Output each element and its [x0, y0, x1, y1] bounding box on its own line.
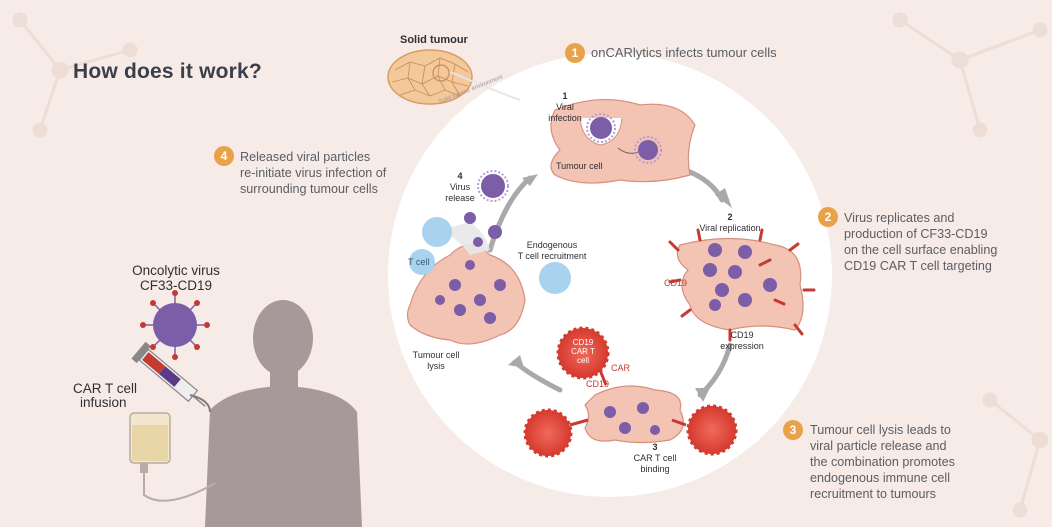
- patient-silhouette: [205, 300, 362, 527]
- car-t-infusion-line2: infusion: [80, 395, 127, 410]
- step-3-line: recruitment to tumours: [810, 487, 936, 501]
- step-4-line: re-initiate virus infection of: [240, 166, 387, 180]
- background-molecule-decoration: [12, 12, 1049, 518]
- car-t-infusion-line1: CAR T cell: [73, 381, 138, 396]
- step-1-description: onCARlytics infects tumour cells: [591, 45, 777, 61]
- car-t-infusion-label: CAR T cell infusion: [73, 382, 137, 410]
- tumour-cell-infection: [550, 98, 696, 184]
- cycle-step-2-label: 2 Viral replication: [690, 212, 770, 234]
- cd19-expression-line2: expression: [720, 341, 764, 351]
- cycle-arrowheads: [508, 174, 732, 402]
- cycle-step-3-line2: binding: [640, 464, 670, 474]
- car-t-cell-line3: cell: [576, 356, 589, 365]
- step-3-line: the combination promotes: [810, 455, 955, 469]
- oncolytic-virus-label: Oncolytic virus CF33-CD19: [126, 263, 226, 293]
- lysis-line1: Tumour cell: [412, 350, 460, 360]
- cycle-step-1-label: 1 Viral infection: [540, 91, 590, 124]
- lysis-line2: lysis: [427, 361, 445, 371]
- iv-bag-icon: [129, 412, 216, 502]
- step-2-description: Virus replicates and production of CF33-…: [844, 210, 997, 274]
- step-3-badge: 3: [783, 420, 803, 440]
- oncolytic-virus-line1: Oncolytic virus: [132, 263, 220, 278]
- cd19-label: CD19: [664, 278, 688, 288]
- cycle-step-1-number: 1: [562, 91, 568, 101]
- cycle-step-4-number: 4: [457, 171, 463, 181]
- car-t-binding-group: [523, 326, 738, 458]
- cycle-step-4-line2: release: [445, 193, 475, 203]
- cd19-expression-line1: CD19: [730, 330, 754, 340]
- tumour-microenvironment-circle: [388, 53, 832, 497]
- cycle-step-4-line1: Virus: [449, 182, 471, 192]
- cycle-step-2-line1: Viral replication: [699, 223, 761, 233]
- cycle-step-4-label: 4 Virus release: [440, 171, 480, 204]
- cycle-step-1-line2: infection: [548, 113, 582, 123]
- cycle-step-1-line1: Viral: [556, 102, 574, 112]
- step-1-line: onCARlytics infects tumour cells: [591, 45, 777, 60]
- car-t-cell-line2: CAR T: [571, 347, 595, 356]
- tumour-cell-replication: [668, 228, 816, 342]
- step-2-badge: 2: [818, 207, 838, 227]
- cycle-step-3-number: 3: [652, 442, 658, 452]
- endogenous-recruitment-label: Endogenous T cell recruitment: [502, 240, 602, 262]
- step-2-line: Virus replicates and: [844, 211, 955, 225]
- page-title: How does it work?: [73, 60, 262, 83]
- step-3-line: Tumour cell lysis leads to: [810, 423, 951, 437]
- solid-tumour-label: Solid tumour: [400, 34, 468, 46]
- tumour-cell-lysis-label: Tumour cell lysis: [406, 350, 466, 372]
- endogenous-line1: Endogenous: [526, 240, 578, 250]
- step-4-description: Released viral particles re-initiate vir…: [240, 149, 386, 197]
- endogenous-line2: T cell recruitment: [517, 251, 587, 261]
- t-cell-label: T cell: [408, 257, 430, 267]
- cycle-step-3-line1: CAR T cell: [633, 453, 677, 463]
- oncolytic-virus-icon: [140, 290, 210, 360]
- step-3-line: viral particle release and: [810, 439, 947, 453]
- solid-tumour-icon: [387, 49, 521, 105]
- tumour-cell-lysis: [406, 170, 571, 345]
- syringe-icon: [131, 341, 206, 407]
- step-3-description: Tumour cell lysis leads to viral particl…: [810, 422, 955, 502]
- step-2-line: on the cell surface enabling: [844, 243, 998, 257]
- car-label: CAR: [611, 363, 631, 373]
- step-2-line: production of CF33-CD19: [844, 227, 988, 241]
- car-t-cell-line1: CD19: [572, 338, 594, 347]
- oncolytic-virus-line2: CF33-CD19: [139, 278, 213, 293]
- cd19-expression-label: CD19 expression: [712, 330, 772, 352]
- syringe-arrow: [189, 394, 211, 413]
- step-2-line: CD19 CAR T cell targeting: [844, 259, 992, 273]
- cd19-binding-label: CD19: [586, 379, 610, 389]
- car-t-cell-label: CD19 CAR T cell: [563, 338, 603, 365]
- step-3-line: endogenous immune cell: [810, 471, 951, 485]
- tumour-cell-label: Tumour cell: [556, 161, 603, 171]
- step-4-line: surrounding tumour cells: [240, 182, 378, 196]
- step-4-badge: 4: [214, 146, 234, 166]
- cycle-step-2-number: 2: [727, 212, 733, 222]
- step-1-badge: 1: [565, 43, 585, 63]
- cycle-step-3-label: 3 CAR T cell binding: [620, 442, 690, 475]
- step-4-line: Released viral particles: [240, 150, 371, 164]
